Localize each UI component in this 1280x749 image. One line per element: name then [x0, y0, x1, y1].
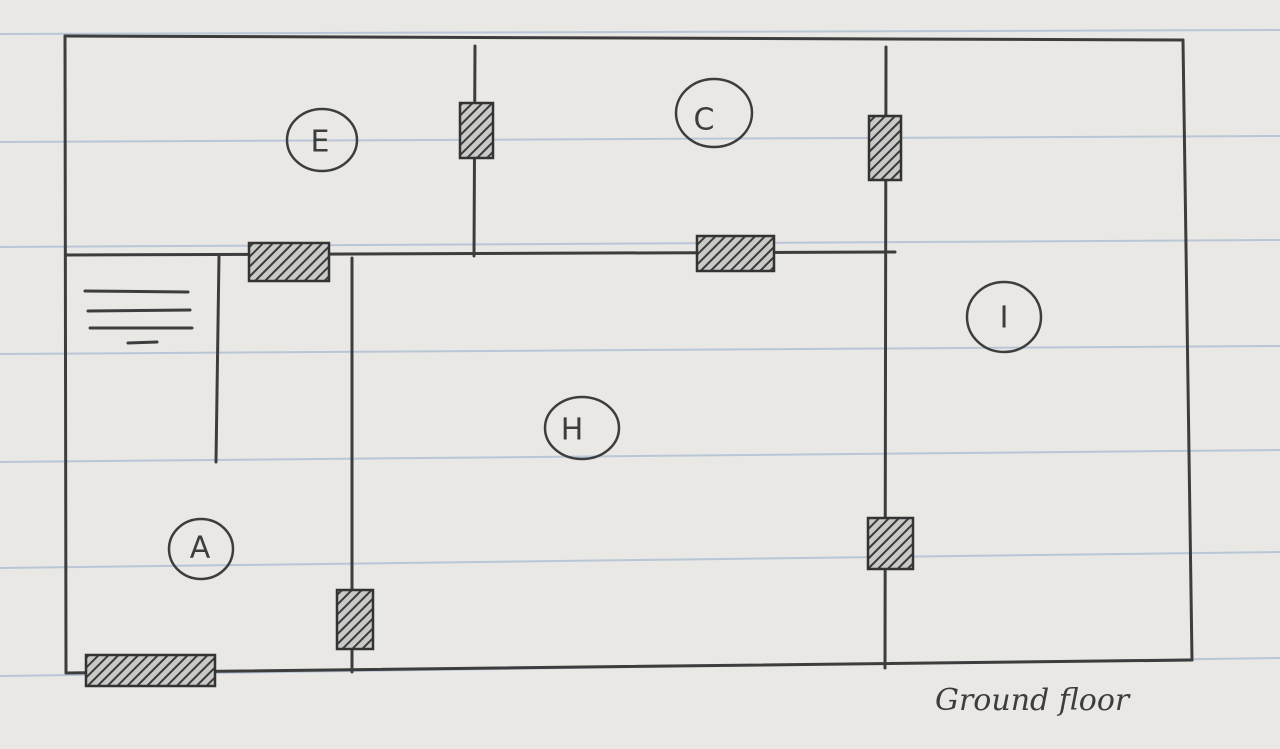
stair-lines-icon — [83, 289, 194, 345]
door-e-stair — [247, 241, 331, 283]
door-c-i — [867, 114, 903, 182]
room-i-label: I — [1000, 301, 1009, 336]
outer-walls — [63, 34, 1194, 675]
room-c-label: C — [694, 103, 715, 138]
room-e-marker: E — [285, 107, 359, 173]
door-h-i — [866, 516, 915, 571]
floor-caption: Ground floor — [935, 683, 1131, 718]
room-h-label: H — [561, 413, 584, 448]
door-c-h — [695, 234, 776, 273]
room-a-label: A — [190, 531, 211, 566]
room-e-label: E — [311, 125, 330, 160]
main-entrance-door — [84, 653, 217, 688]
doors — [84, 101, 915, 688]
room-a-marker: A — [167, 517, 235, 581]
door-e-c — [458, 101, 495, 160]
room-h-marker: H — [543, 395, 621, 461]
room-i-marker: I — [965, 280, 1043, 354]
room-c-marker: C — [674, 77, 754, 149]
door-a-h — [335, 588, 375, 651]
